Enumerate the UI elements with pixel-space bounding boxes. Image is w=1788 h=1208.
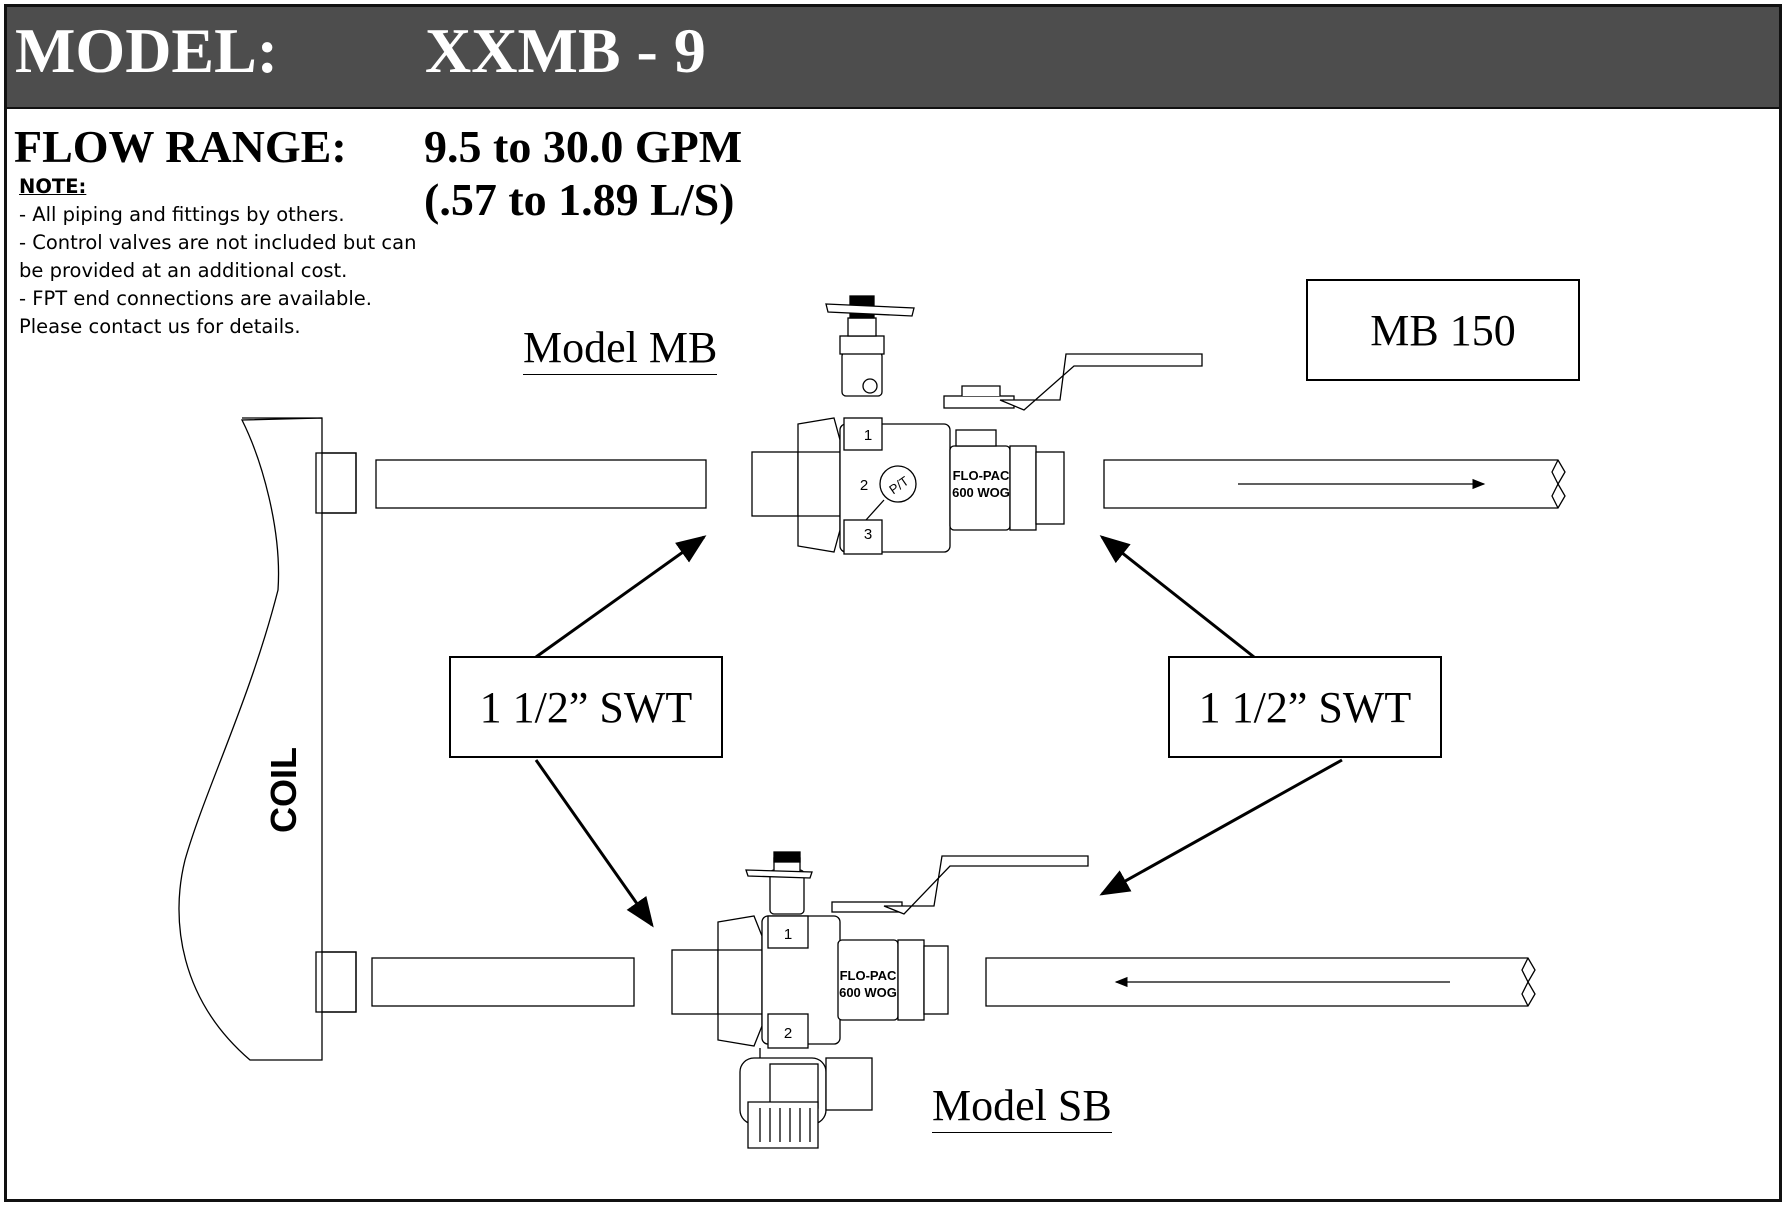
coil xyxy=(178,417,357,1061)
sb-valve-rating: 600 WOG xyxy=(839,985,897,1000)
sb-valve-brand: FLO-PAC xyxy=(840,968,897,983)
flow-range-gpm: 9.5 to 30.0 GPM xyxy=(424,121,743,172)
arrow-swt-right-down xyxy=(1099,758,1343,896)
swt-callout-right: 1 1/2” SWT xyxy=(1168,656,1442,758)
port-3-label: 3 xyxy=(864,526,872,543)
note-line: - All piping and fittings by others. xyxy=(19,203,345,226)
valve-brand: FLO-PAC xyxy=(953,468,1010,483)
note-line: - FPT end connections are available. xyxy=(19,287,372,310)
swt-callout-left: 1 1/2” SWT xyxy=(449,656,723,758)
upper-pipe-left xyxy=(375,459,707,509)
arrow-swt-left-down xyxy=(534,759,654,928)
valve-rating: 600 WOG xyxy=(952,485,1010,500)
port-2-label: 2 xyxy=(860,477,868,494)
callout-arrows xyxy=(534,535,1343,928)
notes-block: NOTE: - All piping and fittings by other… xyxy=(19,173,416,341)
sb-port-2-label: 2 xyxy=(784,1025,792,1042)
notes-heading: NOTE: xyxy=(19,175,87,198)
model-label: MODEL: xyxy=(15,15,279,86)
model-value: XXMB - 9 xyxy=(425,15,706,86)
title-bar: MODEL: XXMB - 9 xyxy=(7,7,1779,109)
model-mb-label: Model MB xyxy=(523,326,718,375)
flow-range-ls: (.57 to 1.89 L/S) xyxy=(424,174,735,225)
sb-port-1-label: 1 xyxy=(784,926,792,943)
arrow-swt-left-up xyxy=(535,535,707,659)
port-1-label: 1 xyxy=(864,427,872,444)
flow-range-label: FLOW RANGE: xyxy=(14,121,347,172)
note-line: Please contact us for details. xyxy=(19,315,301,338)
valve-model-mb: P/T 1 2 3 FLO-PAC 600 WOG xyxy=(751,295,1203,555)
lower-pipe-left xyxy=(371,957,635,1007)
note-line: - Control valves are not included but ca… xyxy=(19,231,417,254)
arrow-swt-right-up xyxy=(1099,535,1255,659)
valve-model-sb: 1 2 FLO-PAC 600 WOG xyxy=(671,851,1089,1149)
note-line: be provided at an additional cost. xyxy=(19,259,348,282)
drawing-frame xyxy=(4,4,1782,1202)
mb-150-box: MB 150 xyxy=(1306,279,1580,381)
coil-label: COIL xyxy=(263,747,304,833)
model-sb-label: Model SB xyxy=(932,1084,1112,1133)
